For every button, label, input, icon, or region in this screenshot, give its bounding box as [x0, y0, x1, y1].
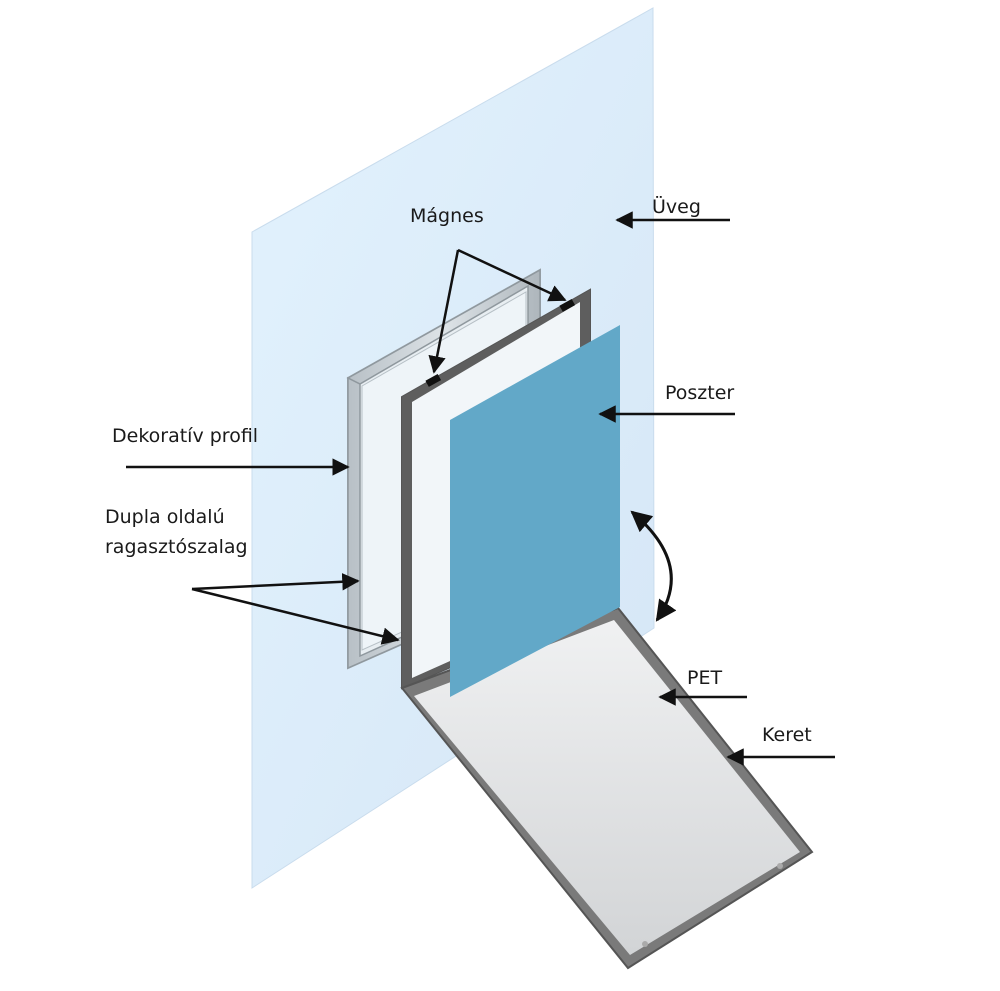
- magnet-arrow-right: [457, 248, 567, 302]
- magnet-right: [559, 298, 576, 312]
- magnet-left: [425, 373, 442, 387]
- label-pet: PET: [687, 667, 722, 689]
- label-frame: Keret: [762, 724, 812, 746]
- label-tape-line1: Dupla oldalú: [105, 506, 225, 528]
- label-poster: Poszter: [665, 382, 734, 404]
- tape-arrow-lower: [191, 587, 400, 645]
- label-glass: Üveg: [652, 195, 701, 218]
- leader-arrows: [126, 211, 835, 766]
- label-magnet: Mágnes: [410, 205, 484, 227]
- poster-sheet: [450, 325, 620, 697]
- label-tape-line2: ragasztószalag: [105, 536, 248, 558]
- tape-arrow-upper: [191, 573, 360, 591]
- hinge-motion-arrow: [630, 510, 677, 622]
- label-decorative-profile: Dekoratív profil: [112, 425, 258, 447]
- magnet-arrow-left: [428, 249, 460, 374]
